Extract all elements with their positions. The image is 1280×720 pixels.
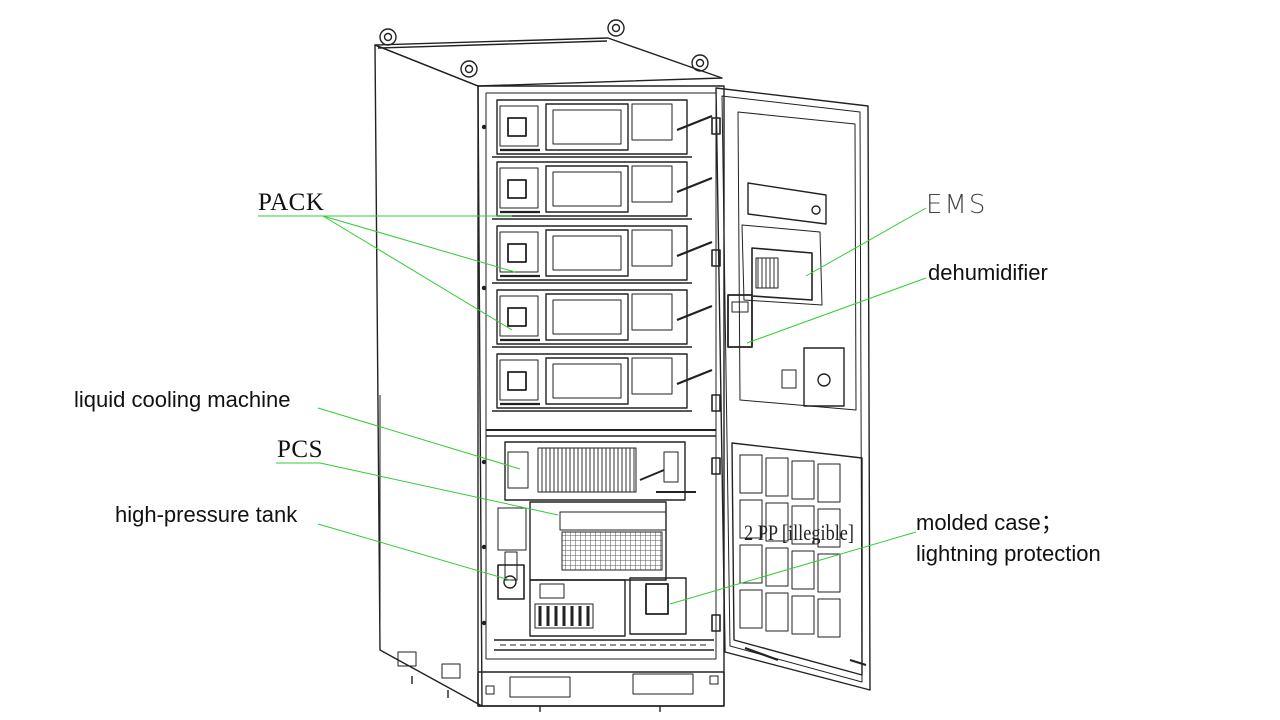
- leader-dehumidifier: [746, 277, 927, 344]
- breaker-panel: [494, 564, 714, 651]
- leader-ems: [805, 207, 927, 277]
- leader-pack-2: [322, 215, 516, 273]
- liquid-cooling-unit: [504, 441, 696, 501]
- leader-pcs: [319, 462, 559, 516]
- leader-molded-case: [669, 531, 917, 605]
- leader-pack-3: [322, 215, 513, 331]
- pack-module: [492, 353, 713, 412]
- pack-modules: [492, 99, 713, 412]
- label-pcs: PCS: [277, 436, 323, 463]
- pack-module: [492, 99, 713, 158]
- leader-high-pressure-tank: [317, 523, 511, 581]
- pack-module: [492, 161, 713, 220]
- label-ems: EMS: [926, 190, 988, 220]
- pcs-unit: [497, 501, 667, 581]
- label-dehumidifier: dehumidifier: [928, 260, 1048, 285]
- label-high-pressure-tank: high-pressure tank: [115, 502, 298, 527]
- label-lightning-protection: lightning protection: [916, 541, 1101, 566]
- leader-lines: [258, 207, 927, 605]
- pack-module: [492, 289, 713, 348]
- lifting-eye-icons: [379, 19, 709, 78]
- cabinet-door: [711, 87, 871, 691]
- leader-liquid-cooling: [317, 407, 521, 470]
- filter-grid: [739, 454, 841, 638]
- label-molded-case: molded case；: [916, 510, 1063, 535]
- cabinet-body: [374, 37, 725, 712]
- label-liquid-cooling-machine: liquid cooling machine: [74, 387, 291, 412]
- door-marking: 2 PP [illegible]: [744, 520, 854, 545]
- pack-module: [492, 225, 713, 284]
- label-pack: PACK: [258, 189, 325, 216]
